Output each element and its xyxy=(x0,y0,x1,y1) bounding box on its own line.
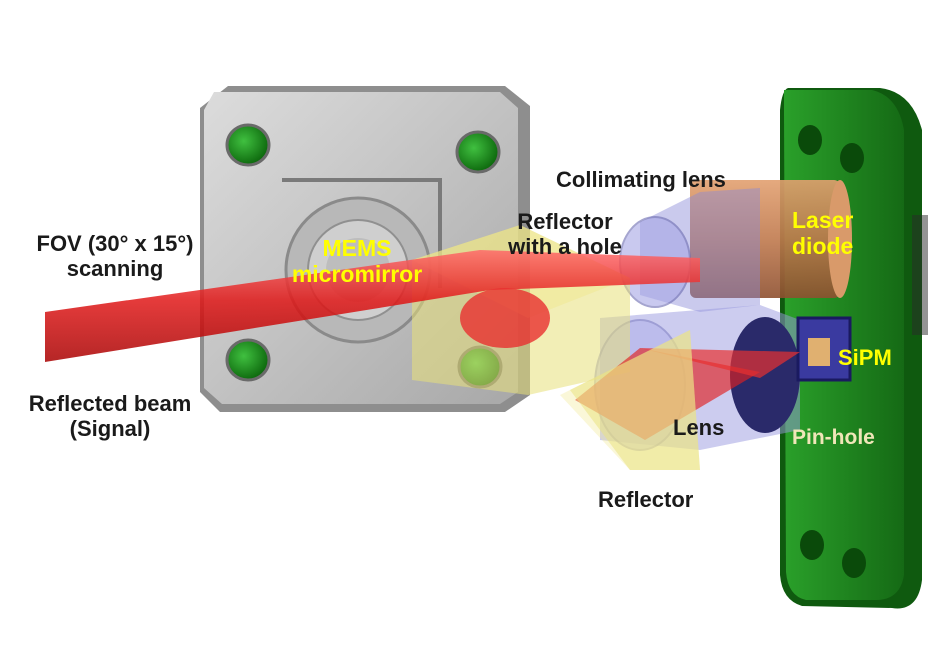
fov-scanning-label: FOV (30° x 15°) scanning xyxy=(0,231,230,281)
pin-hole-label: Pin-hole xyxy=(792,426,875,449)
lower-reflector xyxy=(560,330,700,470)
fov-label-line1: FOV (30° x 15°) xyxy=(36,231,194,256)
lens-label: Lens xyxy=(673,415,725,440)
fov-label-line2: scanning xyxy=(66,255,164,281)
reflector-with-hole-label: Reflector with a hole xyxy=(490,209,640,259)
collimating-lens xyxy=(619,188,760,312)
laser-diode xyxy=(690,180,852,298)
reflector-hole-line1: Reflector xyxy=(517,209,613,234)
laser-beam xyxy=(45,250,700,362)
reflector-hole-line2: with a hole xyxy=(508,233,622,259)
sipm-label: SiPM xyxy=(838,345,892,370)
reflected-beam-label: Reflected beam (Signal) xyxy=(0,391,220,441)
collimating-lens-label: Collimating lens xyxy=(556,167,726,192)
mems-label-line1: MEMS xyxy=(322,235,392,261)
laser-label-line2: diode xyxy=(792,232,854,259)
reflected-label-line1: Reflected beam xyxy=(28,391,192,416)
mems-micromirror-label: MEMS micromirror xyxy=(282,235,432,288)
mems-label-line2: micromirror xyxy=(291,260,423,287)
reflector-label: Reflector xyxy=(598,487,694,512)
sipm-chip xyxy=(796,316,852,382)
laser-diode-label: Laser diode xyxy=(792,207,854,260)
laser-label-line1: Laser xyxy=(792,207,854,233)
reflected-label-line2: (Signal) xyxy=(69,415,151,441)
